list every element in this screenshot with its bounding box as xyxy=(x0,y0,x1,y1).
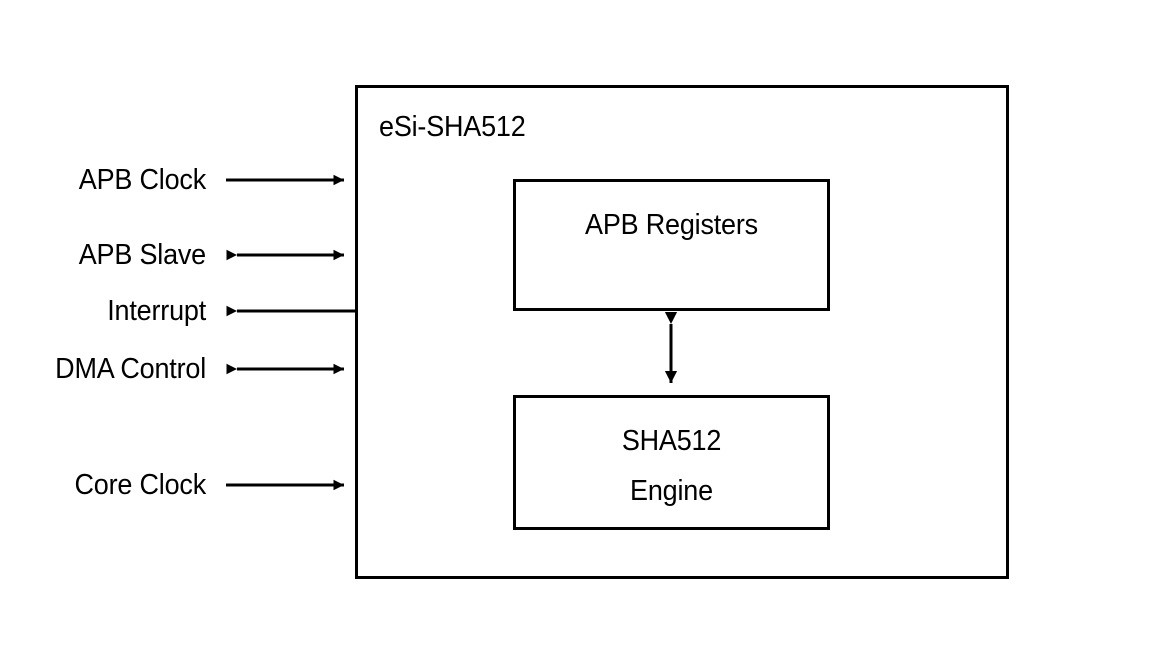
port-label-dma-control: DMA Control xyxy=(55,353,207,385)
sha512-engine-block-outline xyxy=(513,395,830,530)
chip-title: eSi-SHA512 xyxy=(379,111,526,143)
apb-registers-label: APB Registers xyxy=(585,209,758,241)
sha512-engine-label-line2: Engine xyxy=(630,475,713,507)
apb-registers-block-outline xyxy=(513,179,830,311)
port-label-apb-clock: APB Clock xyxy=(78,164,206,196)
port-label-interrupt: Interrupt xyxy=(107,295,206,327)
port-label-apb-slave: APB Slave xyxy=(78,239,206,271)
sha512-engine-label-line1: SHA512 xyxy=(621,425,722,457)
port-label-core-clock: Core Clock xyxy=(74,469,206,501)
